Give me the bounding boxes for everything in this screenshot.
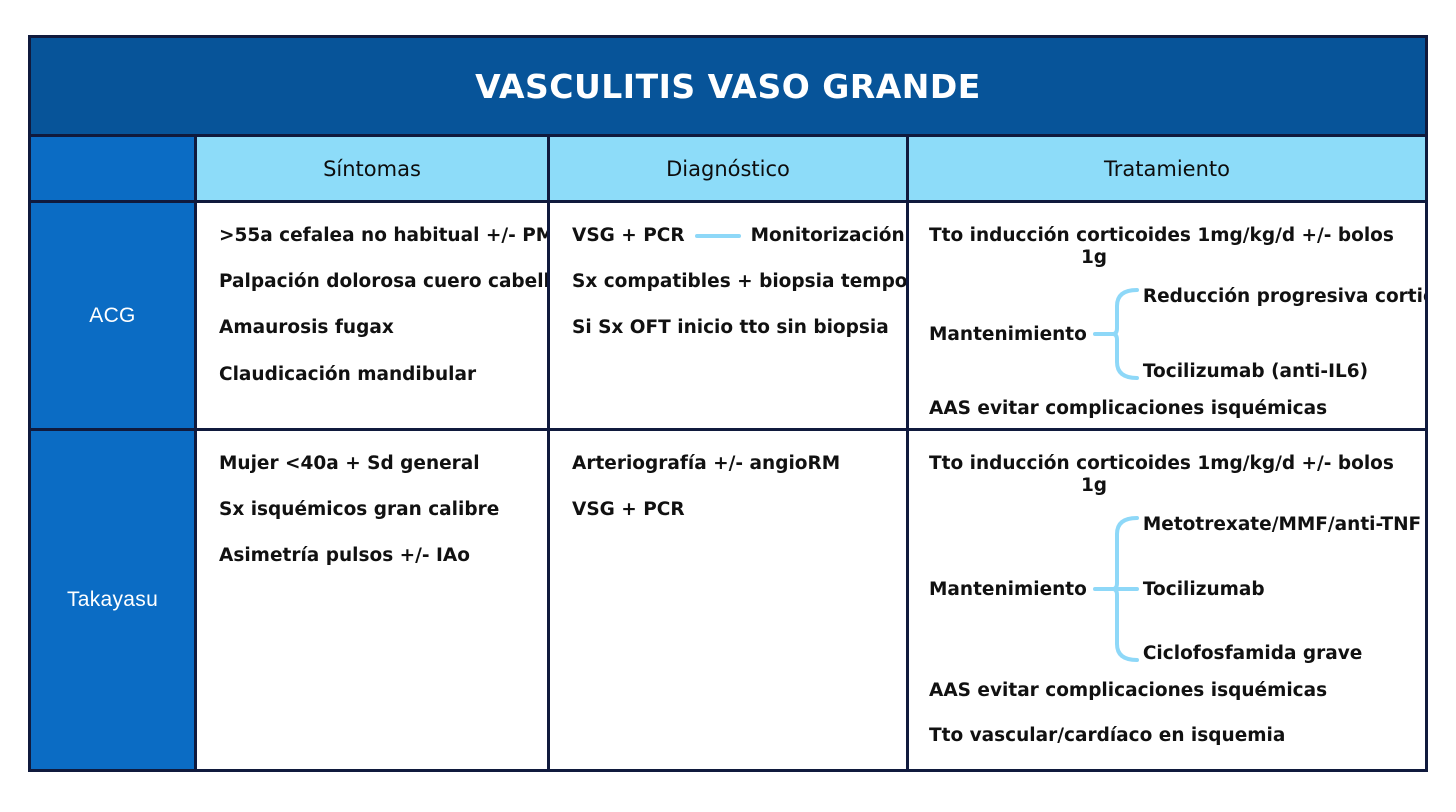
column-header-sintomas: Síntomas: [197, 137, 550, 203]
table-grid: VASCULITIS VASO GRANDE Síntomas Diagnóst…: [31, 38, 1425, 769]
column-header-label: Diagnóstico: [666, 156, 790, 181]
list-item: Arteriografía +/- angioRM: [572, 453, 841, 474]
cell-takayasu-diagnostico: Arteriografía +/- angioRM VSG + PCR: [550, 431, 909, 769]
tail-item: AAS evitar complicaciones isquémicas: [929, 680, 1328, 702]
branch-item: Tocilizumab (anti-IL6): [1142, 361, 1369, 383]
induction-line: Tto inducción corticoides 1mg/kg/d +/- b…: [929, 453, 1394, 474]
header-corner-cell: [31, 137, 197, 203]
curly-brace-icon: [1092, 288, 1139, 381]
column-header-tratamiento: Tratamiento: [909, 137, 1425, 203]
linked-pair-right: Monitorización tto: [750, 225, 906, 246]
induction-line: Tto inducción corticoides 1mg/kg/d +/- b…: [929, 225, 1394, 246]
tail-item: AAS evitar complicaciones isquémicas: [929, 398, 1328, 420]
cell-takayasu-sintomas: Mujer <40a + Sd general Sx isquémicos gr…: [197, 431, 550, 769]
vasculitis-table: VASCULITIS VASO GRANDE Síntomas Diagnóst…: [28, 35, 1428, 772]
column-header-diagnostico: Diagnóstico: [550, 137, 909, 203]
column-header-label: Síntomas: [323, 156, 421, 181]
cell-acg-sintomas: >55a cefalea no habitual +/- PMR Palpaci…: [197, 203, 550, 431]
cell-takayasu-tratamiento: Tto inducción corticoides 1mg/kg/d +/- b…: [909, 431, 1425, 769]
row-label-acg: ACG: [31, 203, 197, 431]
branch-item: Ciclofosfamida grave: [1142, 643, 1363, 665]
branch-item: Metotrexate/MMF/anti-TNF: [1142, 514, 1422, 536]
list-item: Sx compatibles + biopsia temporal: [572, 271, 909, 293]
cell-acg-tratamiento: Tto inducción corticoides 1mg/kg/d +/- b…: [909, 203, 1425, 431]
branch-item: Reducción progresiva corticoides: [1142, 286, 1425, 308]
linked-pair-left: VSG + PCR: [572, 225, 685, 246]
row-label-takayasu: Takayasu: [31, 431, 197, 769]
induction-dose: 1g: [1080, 247, 1108, 269]
curly-brace-icon: [1092, 516, 1139, 663]
column-header-label: Tratamiento: [1104, 156, 1230, 181]
list-item: >55a cefalea no habitual +/- PMR: [219, 225, 550, 246]
row-label-text: ACG: [89, 303, 136, 327]
induction-dose: 1g: [1080, 475, 1108, 497]
list-item: Mujer <40a + Sd general: [219, 453, 480, 474]
maintenance-label: Mantenimiento: [929, 578, 1087, 600]
list-item: Asimetría pulsos +/- IAo: [219, 545, 470, 567]
linked-pair: VSG + PCR Monitorización tto: [572, 225, 906, 247]
row-label-text: Takayasu: [66, 588, 159, 611]
list-item: Claudicación mandibular: [219, 363, 477, 385]
maintenance-brace-group: Mantenimiento Reducción progresiva corti…: [929, 286, 1425, 382]
connector-line-icon: [694, 234, 741, 239]
tail-item: Tto vascular/cardíaco en isquemia: [929, 725, 1286, 747]
maintenance-brace-group: Mantenimiento Metotrexate/MMF/anti-TNF T…: [929, 514, 1425, 664]
page-title: VASCULITIS VASO GRANDE: [475, 66, 981, 106]
branch-item: Tocilizumab: [1142, 578, 1265, 600]
list-item: Amaurosis fugax: [219, 317, 394, 339]
maintenance-branches: Metotrexate/MMF/anti-TNF Tocilizumab Cic…: [1143, 514, 1421, 664]
list-item: Si Sx OFT inicio tto sin biopsia: [572, 317, 889, 339]
list-item: Sx isquémicos gran calibre: [219, 499, 500, 521]
maintenance-label: Mantenimiento: [929, 323, 1087, 345]
table-title-bar: VASCULITIS VASO GRANDE: [31, 38, 1425, 137]
list-item: Palpación dolorosa cuero cabelludo: [219, 271, 550, 293]
maintenance-branches: Reducción progresiva corticoides Tociliz…: [1143, 286, 1425, 382]
list-item: VSG + PCR: [572, 499, 685, 521]
cell-acg-diagnostico: VSG + PCR Monitorización tto Sx compatib…: [550, 203, 909, 431]
